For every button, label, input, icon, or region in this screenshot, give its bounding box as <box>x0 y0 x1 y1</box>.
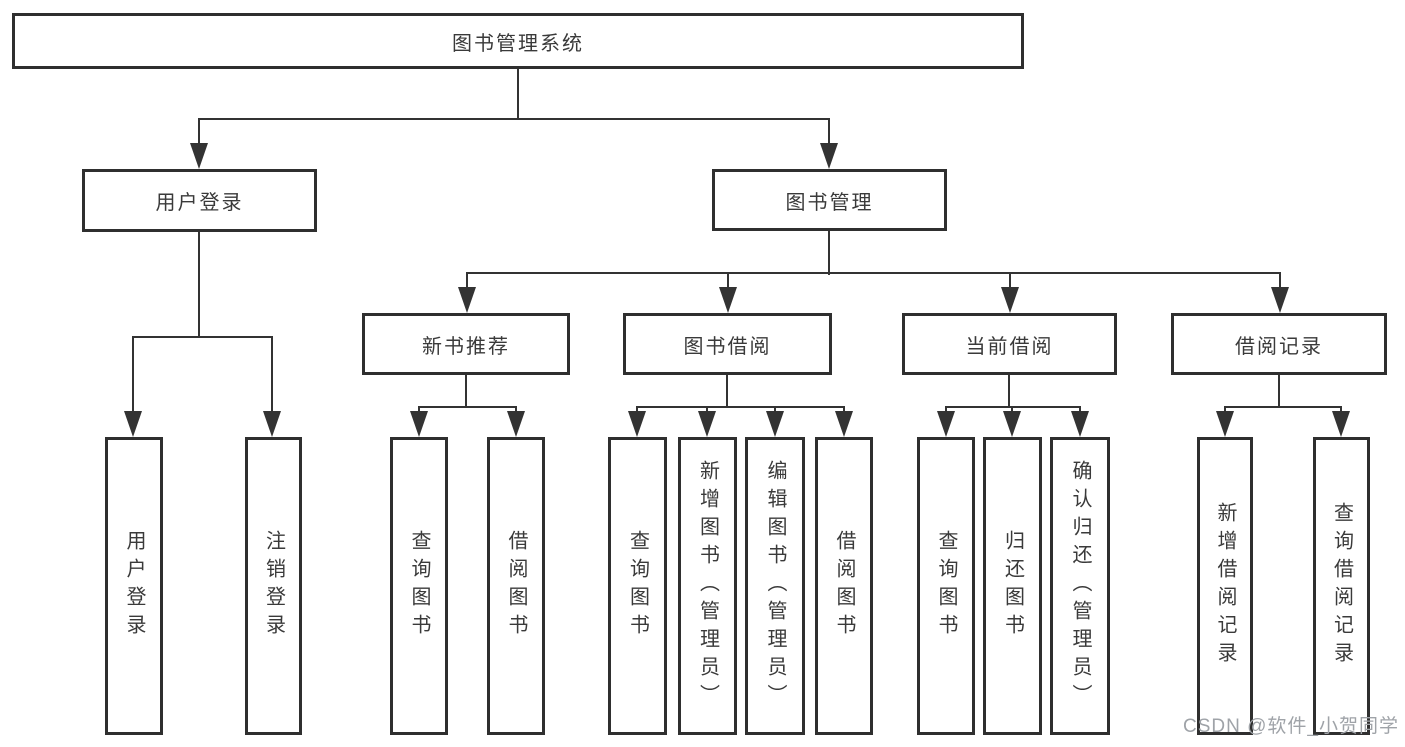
connector-line <box>198 118 200 148</box>
leaf-borrow-add-books-admin-label: 新增图书（管理员） <box>696 460 719 712</box>
leaf-logout: 注销登录 <box>245 437 302 735</box>
leaf-borrow-query-books: 查询图书 <box>608 437 667 735</box>
leaf-recommend-query-books-label: 查询图书 <box>408 530 430 642</box>
leaf-current-confirm-return-admin: 确认归还（管理员） <box>1050 437 1110 735</box>
leaf-borrow-borrow-books-label: 借阅图书 <box>833 530 855 642</box>
arrowhead-down-icon <box>719 287 737 313</box>
connector-line <box>1279 272 1281 290</box>
connector-line <box>418 406 517 408</box>
leaf-records-add-record: 新增借阅记录 <box>1197 437 1253 735</box>
arrowhead-down-icon <box>124 411 142 437</box>
leaf-user-login: 用户登录 <box>105 437 163 735</box>
node-borrow-records: 借阅记录 <box>1171 313 1387 375</box>
connector-line <box>828 118 830 148</box>
connector-line <box>517 69 519 120</box>
connector-line <box>1278 375 1280 407</box>
leaf-recommend-borrow-books-label: 借阅图书 <box>505 530 527 642</box>
csdn-watermark: CSDN @软件_小贺同学 <box>1183 716 1399 737</box>
connector-line <box>198 118 830 120</box>
connector-line <box>1008 375 1010 407</box>
leaf-records-query-record-label: 查询借阅记录 <box>1330 502 1353 670</box>
node-new-book-recommend-label: 新书推荐 <box>422 335 510 358</box>
leaf-borrow-edit-books-admin: 编辑图书（管理员） <box>745 437 805 735</box>
arrowhead-down-icon <box>835 411 853 437</box>
arrowhead-down-icon <box>1332 411 1350 437</box>
leaf-current-return-books: 归还图书 <box>983 437 1042 735</box>
connector-line <box>726 375 728 407</box>
connector-line <box>271 336 273 414</box>
node-current-borrow-label: 当前借阅 <box>965 335 1054 358</box>
connector-line <box>1009 272 1011 290</box>
node-user-login: 用户登录 <box>82 169 317 232</box>
leaf-current-confirm-return-admin-label: 确认归还（管理员） <box>1069 460 1091 712</box>
leaf-current-query-books: 查询图书 <box>917 437 975 735</box>
node-user-login-label: 用户登录 <box>155 192 244 214</box>
arrowhead-down-icon <box>458 287 476 313</box>
arrowhead-down-icon <box>937 411 955 437</box>
leaf-recommend-borrow-books: 借阅图书 <box>487 437 545 735</box>
node-root-label: 图书管理系统 <box>452 32 584 55</box>
leaf-current-return-books-label: 归还图书 <box>1001 530 1024 642</box>
connector-line <box>198 232 200 338</box>
leaf-borrow-add-books-admin: 新增图书（管理员） <box>678 437 737 735</box>
arrowhead-down-icon <box>698 411 716 437</box>
node-book-management-label: 图书管理 <box>785 191 874 214</box>
arrowhead-down-icon <box>820 143 838 169</box>
node-new-book-recommend: 新书推荐 <box>362 313 570 375</box>
connector-line <box>727 272 729 290</box>
node-book-borrow-label: 图书借阅 <box>683 335 772 358</box>
node-borrow-records-label: 借阅记录 <box>1235 335 1323 358</box>
connector-line <box>465 375 467 407</box>
leaf-user-login-label: 用户登录 <box>123 530 145 642</box>
leaf-current-query-books-label: 查询图书 <box>935 530 957 642</box>
arrowhead-down-icon <box>410 411 428 437</box>
arrowhead-down-icon <box>190 143 208 169</box>
connector-line <box>636 406 845 408</box>
connector-line <box>132 336 273 338</box>
arrowhead-down-icon <box>1003 411 1021 437</box>
arrowhead-down-icon <box>1001 287 1019 313</box>
leaf-borrow-borrow-books: 借阅图书 <box>815 437 873 735</box>
leaf-borrow-edit-books-admin-label: 编辑图书（管理员） <box>764 460 786 712</box>
connector-line <box>466 272 1281 274</box>
arrowhead-down-icon <box>1071 411 1089 437</box>
arrowhead-down-icon <box>1271 287 1289 313</box>
arrowhead-down-icon <box>628 411 646 437</box>
arrowhead-down-icon <box>263 411 281 437</box>
arrowhead-down-icon <box>507 411 525 437</box>
connector-line <box>466 272 468 290</box>
arrowhead-down-icon <box>766 411 784 437</box>
node-root: 图书管理系统 <box>12 13 1024 69</box>
connector-line <box>945 406 1081 408</box>
connector-line <box>132 336 134 414</box>
leaf-records-add-record-label: 新增借阅记录 <box>1214 502 1236 670</box>
node-current-borrow: 当前借阅 <box>902 313 1117 375</box>
connector-line <box>828 231 830 275</box>
leaf-records-query-record: 查询借阅记录 <box>1313 437 1370 735</box>
connector-line <box>1224 406 1342 408</box>
leaf-logout-label: 注销登录 <box>262 530 285 642</box>
leaf-borrow-query-books-label: 查询图书 <box>626 530 649 642</box>
node-book-management: 图书管理 <box>712 169 947 231</box>
arrowhead-down-icon <box>1216 411 1234 437</box>
leaf-recommend-query-books: 查询图书 <box>390 437 448 735</box>
node-book-borrow: 图书借阅 <box>623 313 832 375</box>
